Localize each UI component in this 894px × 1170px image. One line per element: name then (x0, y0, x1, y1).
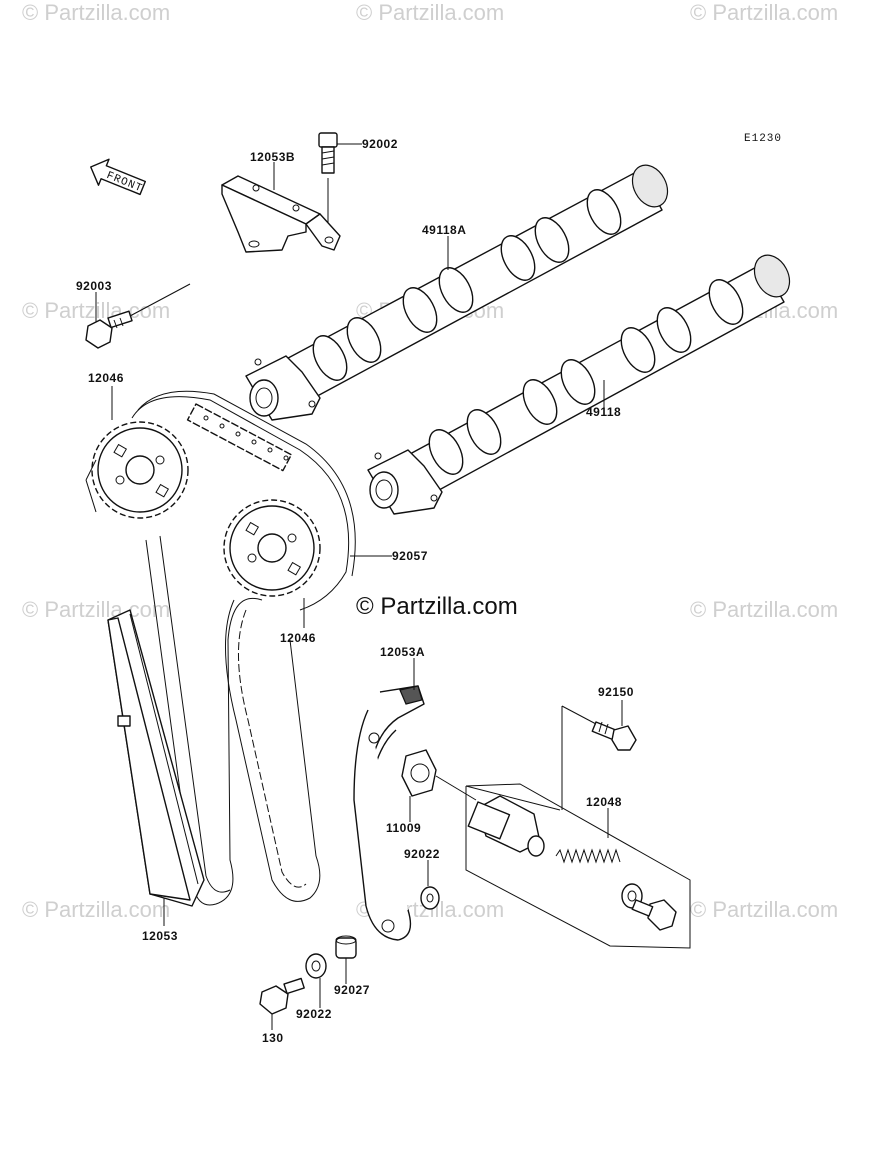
washer-92022-right[interactable] (420, 886, 440, 910)
part-label-92027: 92027 (334, 983, 370, 997)
cam-sprocket-12046-upper[interactable] (91, 421, 189, 519)
tensioner-guide-12053A[interactable] (353, 685, 425, 941)
watermark: © Partzilla.com (690, 897, 838, 922)
watermark: © Partzilla.com (356, 0, 504, 25)
cam-sprocket-12046-lower[interactable] (223, 499, 321, 597)
part-label-49118A[interactable]: 49118A (422, 223, 466, 237)
front-arrow-icon: FRONT (90, 158, 147, 195)
camshaft-49118[interactable] (367, 249, 796, 515)
watermark: © Partzilla.com (22, 0, 170, 25)
part-label-92057[interactable]: 92057 (392, 549, 428, 563)
gasket-11009[interactable] (401, 749, 437, 797)
part-label-92002[interactable]: 92002 (362, 137, 398, 151)
collar-92027[interactable] (335, 935, 357, 959)
timing-chain-92057[interactable] (131, 390, 356, 906)
part-label-92150: 92150 (598, 685, 634, 699)
tensioner-assembly-12048[interactable] (465, 783, 691, 949)
part-label-11009[interactable]: 11009 (386, 821, 421, 835)
bolt-92150[interactable] (591, 721, 637, 751)
part-label-130: 130 (262, 1031, 284, 1045)
watermark: © Partzilla.com (22, 897, 170, 922)
watermark: © Partzilla.com (22, 597, 170, 622)
part-label-12053[interactable]: 12053 (142, 929, 178, 943)
part-label-92022-right: 92022 (404, 847, 440, 861)
copyright-text: © Partzilla.com (356, 593, 518, 620)
camshaft-49118A[interactable] (245, 159, 674, 421)
watermark: © Partzilla.com (690, 597, 838, 622)
bolt-130[interactable] (259, 977, 305, 1015)
part-label-92022-lower: 92022 (296, 1007, 332, 1021)
bolt-92003[interactable] (85, 310, 133, 349)
part-label-12046-upper[interactable]: 12046 (88, 371, 124, 385)
part-label-12048: 12048 (586, 795, 622, 809)
part-label-92003: 92003 (76, 279, 112, 293)
part-label-49118[interactable]: 49118 (586, 405, 621, 419)
part-label-12046-lower[interactable]: 12046 (280, 631, 316, 645)
diagram-code: E1230 (744, 133, 782, 145)
washer-92022-lower[interactable] (305, 953, 327, 979)
part-label-12053B[interactable]: 12053B (250, 150, 295, 164)
bolt-92002[interactable] (318, 132, 338, 174)
guide-bracket-12053B[interactable] (221, 175, 341, 253)
part-label-12053A[interactable]: 12053A (380, 645, 425, 659)
watermark: © Partzilla.com (690, 0, 838, 25)
chain-guide-12053[interactable] (107, 609, 205, 907)
